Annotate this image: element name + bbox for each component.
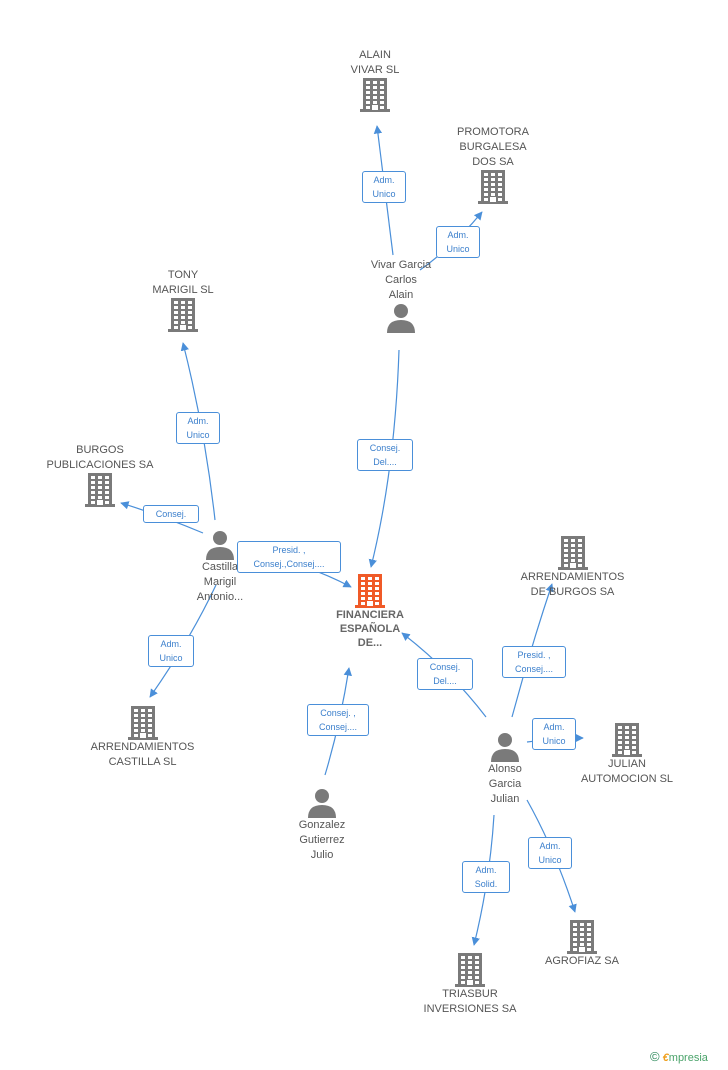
building-icon bbox=[572, 723, 682, 757]
person-node-castilla-marigil[interactable]: Castilla Marigil Antonio... bbox=[176, 530, 264, 605]
building-icon bbox=[330, 78, 420, 112]
building-icon bbox=[138, 298, 228, 332]
person-label: Alonso Garcia Julian bbox=[488, 763, 522, 805]
brand-name: mpresia bbox=[668, 1052, 708, 1064]
relation-label-alonso-agrofiaz[interactable]: Adm. Unico bbox=[528, 837, 572, 869]
person-node-alonso-garcia[interactable]: Alonso Garcia Julian bbox=[465, 732, 545, 807]
relation-label-castilla-arrCastilla[interactable]: Adm. Unico bbox=[148, 635, 194, 667]
relation-label-vivar-alain[interactable]: Adm. Unico bbox=[362, 171, 406, 203]
relation-label-castilla-financiera[interactable]: Presid. , Consej.,Consej.... bbox=[237, 541, 341, 573]
relation-label-alonso-julian[interactable]: Adm. Unico bbox=[532, 718, 576, 750]
copyright-symbol: © bbox=[650, 1049, 660, 1064]
company-label: TRIASBUR INVERSIONES SA bbox=[423, 988, 517, 1015]
brand-initial: € bbox=[662, 1052, 669, 1064]
company-node-julian-automocion[interactable]: JULIAN AUTOMOCION SL bbox=[572, 723, 682, 787]
company-node-agrofiaz[interactable]: AGROFIAZ SA bbox=[532, 920, 632, 969]
company-node-financiera-main[interactable]: FINANCIERA ESPAÑOLA DE... bbox=[320, 574, 420, 650]
person-node-vivar-garcia[interactable]: Vivar Garcia Carlos Alain bbox=[355, 258, 447, 333]
company-node-arrendamientos-burgos[interactable]: ARRENDAMIENTOS DE BURGOS SA bbox=[510, 536, 635, 600]
relation-label-gonzalez-financiera[interactable]: Consej. , Consej.... bbox=[307, 704, 369, 736]
person-icon bbox=[465, 732, 545, 762]
company-node-triasbur[interactable]: TRIASBUR INVERSIONES SA bbox=[415, 953, 525, 1017]
relation-label-vivar-financiera[interactable]: Consej. Del.... bbox=[357, 439, 413, 471]
person-label: Vivar Garcia Carlos Alain bbox=[370, 259, 432, 301]
relation-label-alonso-financiera[interactable]: Consej. Del.... bbox=[417, 658, 473, 690]
company-node-burgos-publicaciones[interactable]: BURGOS PUBLICACIONES SA bbox=[40, 443, 160, 507]
relation-label-vivar-promotora[interactable]: Adm. Unico bbox=[436, 226, 480, 258]
person-icon bbox=[282, 788, 362, 818]
building-icon bbox=[40, 473, 160, 507]
company-node-tony-marigil[interactable]: TONY MARIGIL SL bbox=[138, 268, 228, 332]
person-icon bbox=[355, 303, 447, 333]
company-node-alain-vivar[interactable]: ALAIN VIVAR SL bbox=[330, 48, 420, 112]
relation-label-castilla-burgos[interactable]: Consej. bbox=[143, 505, 199, 523]
company-label: ALAIN VIVAR SL bbox=[350, 49, 400, 76]
company-label: ARRENDAMIENTOS CASTILLA SL bbox=[90, 741, 195, 768]
company-label: PROMOTORA BURGALESA DOS SA bbox=[457, 126, 529, 168]
building-icon bbox=[510, 536, 635, 570]
relation-label-castilla-tony[interactable]: Adm. Unico bbox=[176, 412, 220, 444]
person-node-gonzalez-gutierrez[interactable]: Gonzalez Gutierrez Julio bbox=[282, 788, 362, 863]
person-label: Gonzalez Gutierrez Julio bbox=[298, 819, 346, 861]
person-label: Castilla Marigil Antonio... bbox=[196, 561, 244, 603]
relation-label-alonso-arrBurgos[interactable]: Presid. , Consej.... bbox=[502, 646, 566, 678]
company-label: JULIAN AUTOMOCION SL bbox=[580, 758, 674, 785]
company-label-main: FINANCIERA ESPAÑOLA DE... bbox=[336, 609, 404, 649]
building-icon bbox=[80, 706, 205, 740]
empresia-logo[interactable]: © €mpresia bbox=[650, 1049, 708, 1064]
company-label: BURGOS PUBLICACIONES SA bbox=[46, 444, 154, 471]
person-icon bbox=[176, 530, 264, 560]
company-node-arrendamientos-castilla[interactable]: ARRENDAMIENTOS CASTILLA SL bbox=[80, 706, 205, 770]
building-icon bbox=[532, 920, 632, 954]
building-icon-main bbox=[320, 574, 420, 608]
company-label: ARRENDAMIENTOS DE BURGOS SA bbox=[520, 571, 625, 598]
company-label: AGROFIAZ SA bbox=[545, 955, 619, 967]
company-label: TONY MARIGIL SL bbox=[152, 269, 214, 296]
relation-label-alonso-triasbur[interactable]: Adm. Solid. bbox=[462, 861, 510, 893]
company-node-promotora[interactable]: PROMOTORA BURGALESA DOS SA bbox=[448, 125, 538, 204]
building-icon bbox=[415, 953, 525, 987]
building-icon bbox=[448, 170, 538, 204]
